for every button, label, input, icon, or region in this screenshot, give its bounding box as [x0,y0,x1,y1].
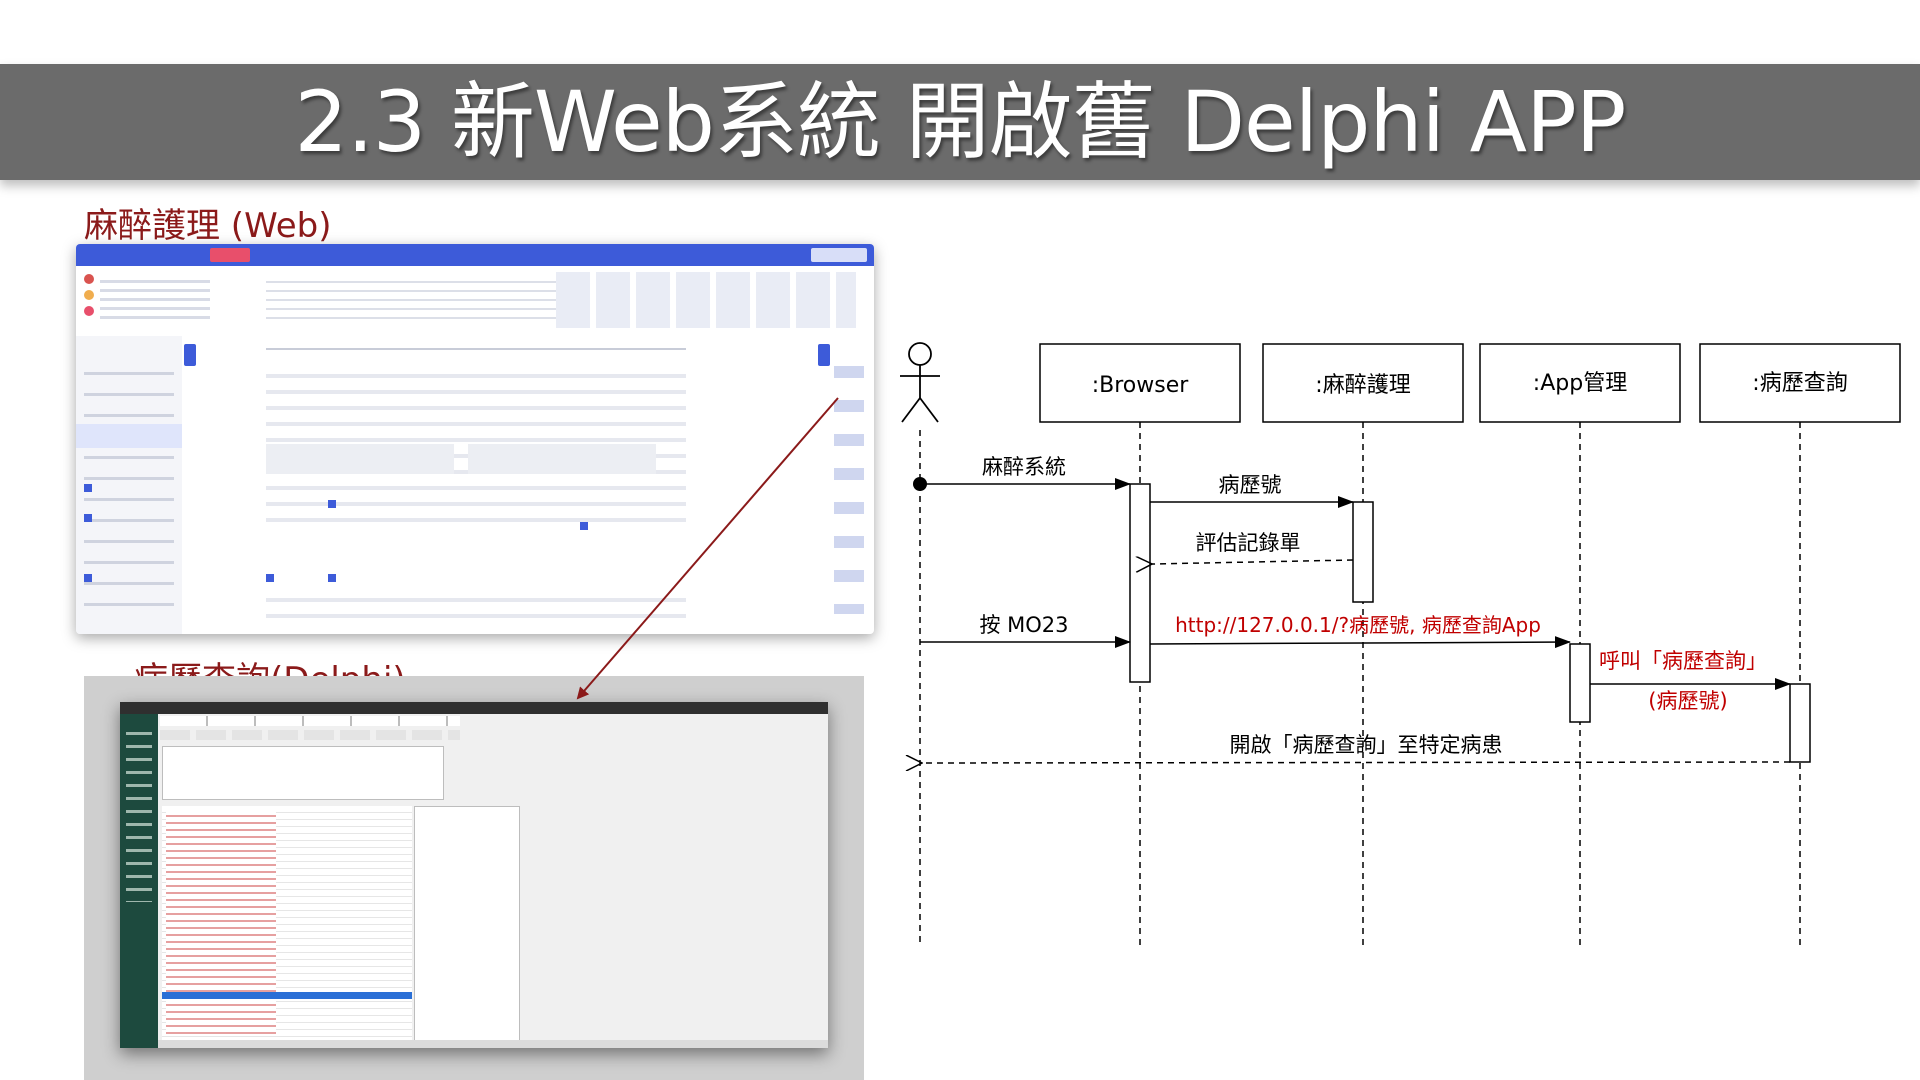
delphi-sidebar-icons [126,722,152,902]
web-form-check-1 [266,574,274,582]
participant-anesthesia-label: :麻醉護理 [1315,373,1410,398]
activation-anesthesia [1352,501,1374,603]
web-form-check-3 [328,500,336,508]
actor-icon [900,342,940,423]
web-form-check-5 [84,484,92,492]
slide-title: 2.3 新Web系統 開啟舊 Delphi APP [294,73,1627,171]
msg-press-mo23-label: 按 MO23 [979,613,1068,637]
participant-appmgr-box [1479,343,1681,423]
web-patient-lines [100,274,210,324]
delphi-titlebar [120,702,828,714]
msg-call-records-param: (病歷號) [1648,689,1727,713]
web-screenshot [76,244,874,634]
web-header-badge [210,248,250,262]
delphi-detail-pane [414,806,520,1044]
web-form-check-6 [84,514,92,522]
activation-browser [1129,483,1151,683]
web-patient-avatar-2 [84,290,94,300]
web-form-title-line [266,348,686,350]
participant-anesthesia-box [1262,343,1464,423]
web-right-toggle [818,344,830,366]
msg-open-records-label: 開啟「病歷查詢」至特定病患 [1230,733,1503,757]
delphi-screenshot-frame [84,676,864,1080]
msg-url-label: http://127.0.0.1/?病歷號, 病歷查詢App [1175,613,1541,637]
web-form-check-4 [580,522,588,530]
web-right-toolbar [834,344,864,614]
web-patient-avatar-1 [84,274,94,284]
msg-call-records-label: 呼叫「病歷查詢」 [1599,649,1767,673]
participant-browser-label: :Browser [1092,373,1190,398]
title-bar [0,64,1920,180]
web-header-bar [76,244,874,266]
web-caption: 麻醉護理 (Web) [84,206,332,246]
web-sidebar-selected [76,424,182,448]
web-info-lines [266,274,586,320]
participant-browser-box [1039,343,1241,423]
web-form-check-2 [328,574,336,582]
web-header-right [811,248,867,262]
web-sidebar-toggle [184,344,196,366]
delphi-toolbar [160,730,460,740]
msg-url-arrow [1149,636,1571,649]
msg-anesthesia-system-label: 麻醉系統 [982,455,1066,479]
msg-chart-no-label: 病歷號 [1219,473,1282,497]
activation-records [1789,683,1811,763]
web-form-check-7 [84,574,92,582]
web-patient-avatar-3 [84,306,94,316]
web-sidebar-items [84,354,174,624]
web-form-checkboxes [266,524,686,590]
msg-assessment-arrow [1152,560,1354,564]
participant-records-label: :病歷查詢 [1752,371,1847,396]
delphi-window [120,702,828,1048]
delphi-tabs [160,716,460,726]
web-form-textarea-2 [468,444,656,474]
participant-appmgr-label: :App管理 [1533,371,1627,396]
delphi-grid-selected [162,992,412,999]
activation-appmgr [1569,643,1591,723]
web-vitals-panel [556,272,856,328]
connector-arrow [576,397,839,700]
web-form-textarea-1 [266,444,454,474]
delphi-statusbar [158,1040,828,1048]
delphi-query-panel [162,746,444,800]
msg-open-records-arrow [922,762,1791,763]
msg-assessment-label: 評估記錄單 [1196,531,1301,555]
